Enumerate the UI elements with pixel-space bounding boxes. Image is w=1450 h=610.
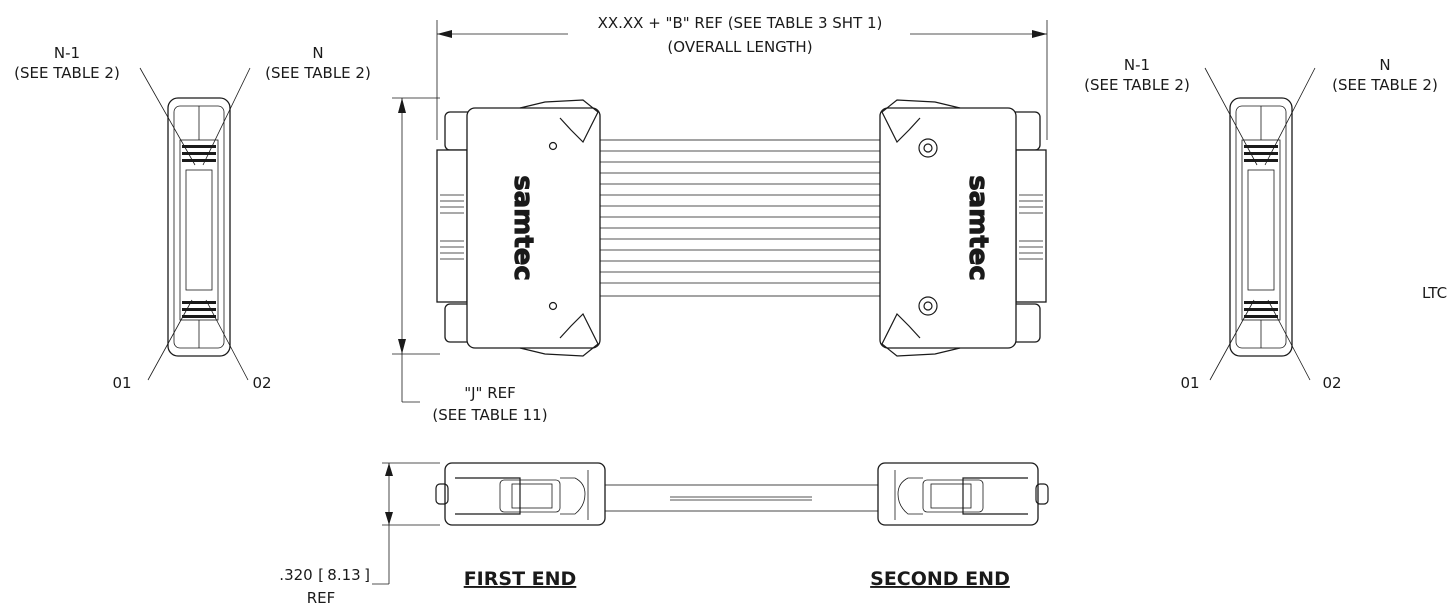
- left-n-label: N: [312, 44, 323, 62]
- right-n-minus-1-see-table: (SEE TABLE 2): [1084, 76, 1190, 94]
- second-end-brand-logo: samtec: [963, 175, 993, 281]
- second-end-title: SECOND END: [870, 568, 1010, 590]
- first-end-connector: samtec: [436, 99, 601, 357]
- overall-length-label: XX.XX + "B" REF (SEE TABLE 3 SHT 1): [598, 14, 883, 32]
- j-ref-label: "J" REF: [464, 384, 516, 402]
- right-n-minus-1-label: N-1: [1124, 56, 1150, 74]
- top-view-assembly: samtec samtec: [392, 97, 1047, 424]
- right-pin-01-label: 01: [1180, 374, 1199, 392]
- left-n-minus-1-label: N-1: [54, 44, 80, 62]
- height-ref-label: REF: [307, 589, 336, 607]
- ribbon-cable: [599, 139, 881, 297]
- left-pin-01-label: 01: [112, 374, 131, 392]
- height-dimension: .320 [ 8.13 ] REF: [279, 462, 440, 607]
- left-pin-02-label: 02: [252, 374, 271, 392]
- right-n-label: N: [1379, 56, 1390, 74]
- first-end-brand-logo: samtec: [508, 175, 538, 281]
- ltc-partial-label: LTC: [1422, 284, 1447, 302]
- first-end-title: FIRST END: [464, 568, 577, 590]
- right-n-see-table: (SEE TABLE 2): [1332, 76, 1438, 94]
- left-n-minus-1-see-table: (SEE TABLE 2): [14, 64, 120, 82]
- j-ref-sublabel: (SEE TABLE 11): [432, 406, 547, 424]
- overall-length-sublabel: (OVERALL LENGTH): [667, 38, 812, 56]
- side-view-assembly: .320 [ 8.13 ] REF: [279, 462, 1049, 607]
- overall-length-dimension: XX.XX + "B" REF (SEE TABLE 3 SHT 1) (OVE…: [436, 14, 1048, 140]
- right-pin-02-label: 02: [1322, 374, 1341, 392]
- j-ref-dimension: "J" REF (SEE TABLE 11): [392, 97, 548, 424]
- left-end-view: N-1 (SEE TABLE 2) N (SEE TABLE 2) 01 02: [14, 44, 371, 392]
- height-dimension-mm: 8.13: [327, 566, 360, 584]
- second-end-connector: samtec: [879, 99, 1047, 357]
- height-dimension-bracket-close: ]: [364, 566, 370, 584]
- height-dimension-inch: .320: [279, 566, 312, 584]
- left-n-see-table: (SEE TABLE 2): [265, 64, 371, 82]
- height-dimension-bracket-open: [: [318, 566, 324, 584]
- right-end-view: N-1 (SEE TABLE 2) N (SEE TABLE 2) 01 02 …: [1084, 56, 1447, 392]
